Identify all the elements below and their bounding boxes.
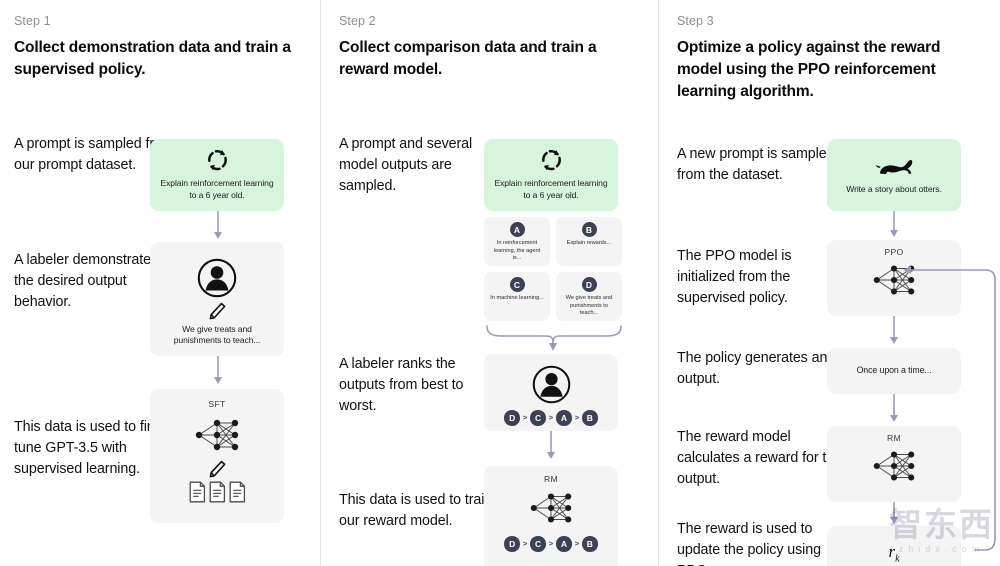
step-3-rm-title: RM	[886, 433, 902, 443]
reward-symbol-subscript: k	[895, 553, 900, 565]
documents-icon	[189, 481, 246, 503]
step-1-prompt-card: Explain reinforcement learning to a 6 ye…	[150, 139, 284, 211]
neural-network-icon	[530, 492, 572, 524]
rank-separator: >	[574, 413, 580, 423]
reward-symbol-r: r	[888, 541, 896, 561]
output-text-d: We give treats and punishments to teach.…	[565, 295, 613, 317]
rank-separator: >	[522, 413, 528, 423]
step-3-output-text: Once upon a time...	[856, 365, 932, 376]
step-2-ranking-row: D > C > A > B	[504, 410, 598, 426]
step-2-label: Step 2	[339, 14, 376, 28]
arrow-down-icon	[890, 316, 898, 344]
output-badge-d: D	[581, 277, 597, 292]
step-1-description-1: A prompt is sampled from our prompt data…	[14, 136, 174, 174]
step-2-rm-card: RM D > C > A > B	[484, 466, 618, 566]
rank-separator: >	[548, 413, 554, 423]
step-2-description-1: A prompt and several model outputs are s…	[339, 136, 473, 195]
step-3-label: Step 3	[677, 14, 714, 28]
loop-refresh-icon	[208, 149, 227, 172]
arrow-down-icon	[214, 211, 222, 239]
step-3-title: Optimize a policy against the reward mod…	[677, 39, 941, 100]
rank-badge-3: A	[556, 410, 572, 426]
rank-badge-2: C	[530, 536, 546, 552]
step-2-outputs-grid: A In reinforcement learning, the agent i…	[484, 217, 622, 321]
rank-separator: >	[574, 539, 580, 549]
step-2-description-3: This data is used to train our reward mo…	[339, 492, 493, 530]
output-badge-b: B	[581, 222, 597, 237]
step-3-description-1: A new prompt is sampled from the dataset…	[677, 146, 835, 184]
output-card-d: D We give treats and punishments to teac…	[556, 272, 622, 321]
output-card-a: A In reinforcement learning, the agent i…	[484, 217, 550, 266]
step-1-description-3: This data is used to fine-tune GPT-3.5 w…	[14, 419, 168, 478]
step-3-reward-card: rk	[827, 526, 961, 566]
step-2-rm-title: RM	[543, 474, 559, 484]
rank-badge-1: D	[504, 536, 520, 552]
pencil-icon	[209, 460, 225, 478]
step-1-label: Step 1	[14, 14, 51, 28]
rank-badge-2: C	[530, 410, 546, 426]
output-text-b: Explain rewards...	[566, 240, 612, 246]
step-1-title: Collect demonstration data and train a s…	[14, 39, 291, 78]
arrow-down-icon	[890, 502, 898, 524]
pencil-icon	[209, 302, 225, 320]
step-3-description-4: The reward model calculates a reward for…	[677, 429, 842, 488]
person-avatar-icon	[197, 258, 237, 298]
step-3-column: Step 3 Optimize a policy against the rew…	[658, 0, 1000, 566]
output-badge-c: C	[509, 277, 525, 292]
person-avatar-icon	[532, 365, 570, 404]
step-1-sft-title: SFT	[208, 399, 226, 409]
output-card-c: C In machine learning...	[484, 272, 550, 321]
step-2-description-2: A labeler ranks the outputs from best to…	[339, 356, 464, 415]
feedback-loop-arrow-icon	[903, 266, 996, 551]
rank-badge-3: A	[556, 536, 572, 552]
rank-badge-1: D	[504, 410, 520, 426]
step-2-rm-ranking-row: D > C > A > B	[504, 536, 598, 552]
output-text-c: In machine learning...	[490, 295, 544, 301]
rank-badge-4: B	[582, 536, 598, 552]
step-2-prompt-card: Explain reinforcement learning to a 6 ye…	[484, 139, 618, 211]
arrow-down-icon	[547, 431, 555, 459]
step-2-ranking-card: D > C > A > B	[484, 354, 618, 431]
rank-separator: >	[522, 539, 528, 549]
step-1-column: Step 1 Collect demonstration data and tr…	[0, 0, 320, 566]
step-3-prompt-text: Write a story about otters.	[846, 183, 942, 194]
step-2-prompt-text: Explain reinforcement learning to a 6 ye…	[494, 178, 608, 200]
arrow-down-icon	[214, 356, 222, 384]
step-3-rm-card: RM	[827, 426, 961, 502]
step-3-description-2: The PPO model is initialized from the su…	[677, 248, 792, 307]
neural-network-icon	[195, 419, 239, 451]
merge-arrow-icon	[486, 325, 622, 351]
rank-badge-4: B	[582, 410, 598, 426]
step-3-ppo-title: PPO	[884, 247, 904, 257]
step-1-labeler-card: We give treats and punishments to teach.…	[150, 242, 284, 356]
step-3-ppo-card: PPO	[827, 240, 961, 316]
step-3-description-3: The policy generates an output.	[677, 350, 828, 388]
otter-icon	[875, 159, 913, 174]
step-3-description-5: The reward is used to update the policy …	[677, 521, 821, 566]
step-2-title: Collect comparison data and train a rewa…	[339, 39, 597, 78]
output-text-a: In reinforcement learning, the agent is.…	[493, 240, 541, 262]
loop-refresh-icon	[542, 149, 561, 172]
step-1-prompt-text: Explain reinforcement learning to a 6 ye…	[160, 178, 274, 200]
reward-symbol: rk	[888, 542, 899, 564]
step-1-labeler-text: We give treats and punishments to teach.…	[173, 324, 261, 346]
step-2-column: Step 2 Collect comparison data and train…	[320, 0, 658, 566]
step-3-prompt-card: Write a story about otters.	[827, 139, 961, 211]
step-1-description-2: A labeler demonstrates the desired outpu…	[14, 252, 159, 311]
output-card-b: B Explain rewards...	[556, 217, 622, 266]
step-3-output-card: Once upon a time...	[827, 348, 961, 394]
arrow-down-icon	[890, 211, 898, 237]
output-badge-a: A	[509, 222, 525, 237]
step-1-sft-card: SFT	[150, 389, 284, 523]
arrow-down-icon	[890, 394, 898, 422]
rank-separator: >	[548, 539, 554, 549]
